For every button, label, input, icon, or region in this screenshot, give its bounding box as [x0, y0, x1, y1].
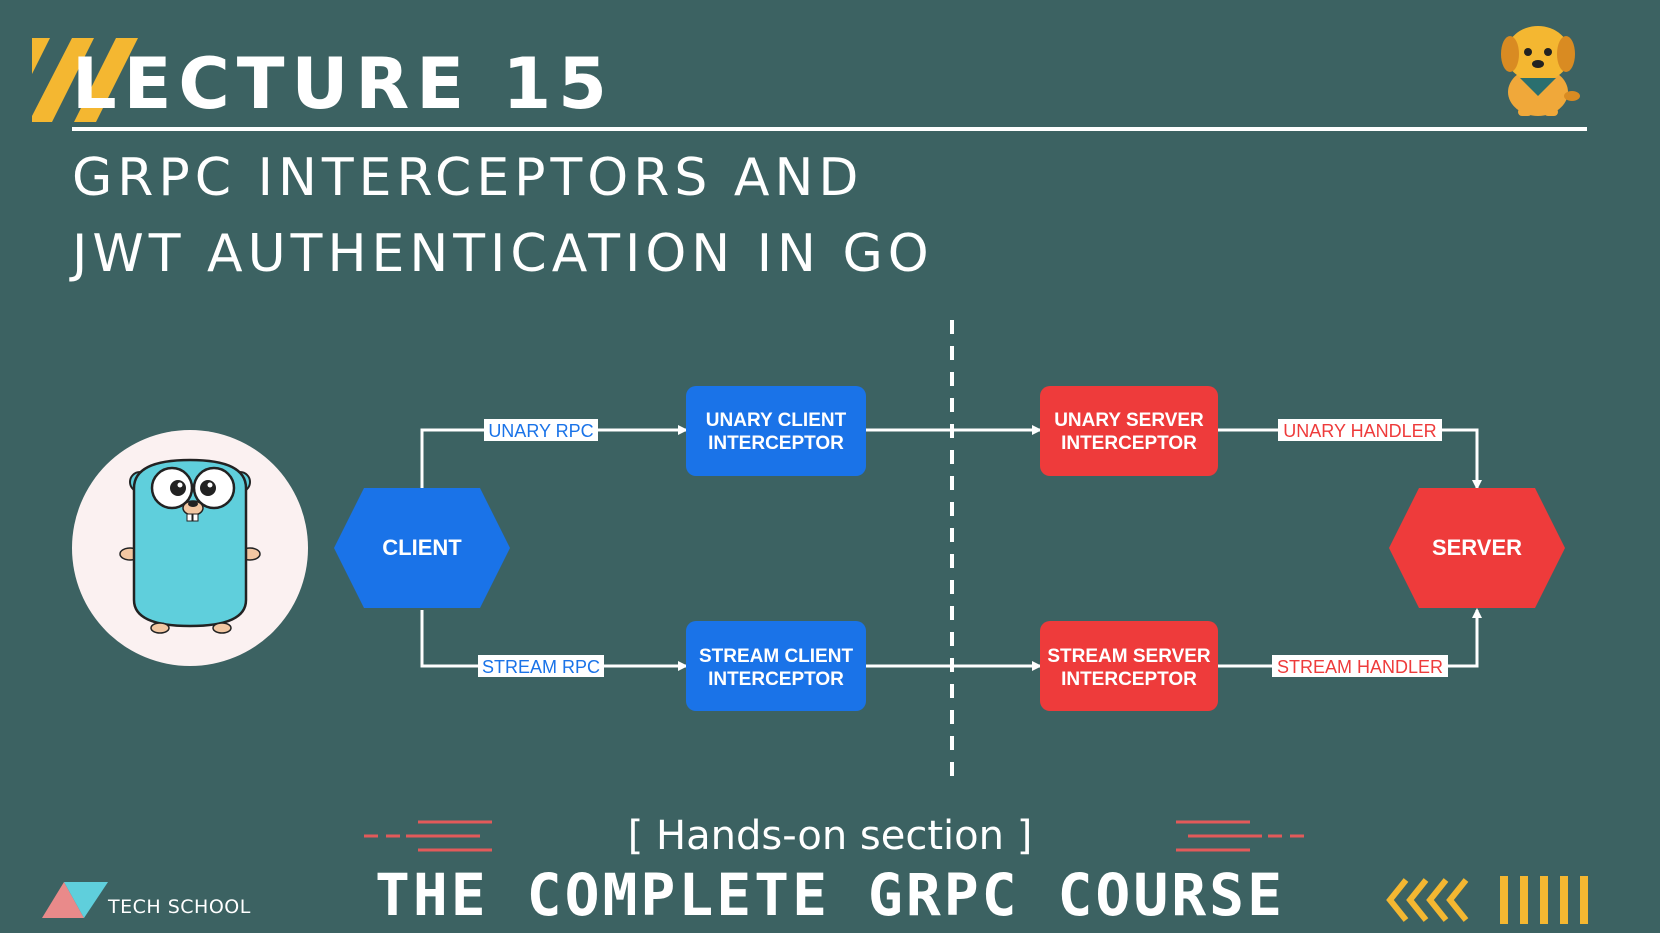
stream-handler-label-bg	[1272, 655, 1448, 677]
unary-handler-label: UNARY HANDLER	[1283, 421, 1436, 441]
right-dash-decoration	[1176, 820, 1304, 852]
stream-handler-label: STREAM HANDLER	[1277, 657, 1443, 677]
unary-server-interceptor-line-1: UNARY SERVER	[1054, 410, 1204, 431]
title-divider	[72, 127, 1587, 131]
left-dash-decoration	[364, 820, 492, 852]
unary-client-interceptor-line-1: UNARY CLIENT	[706, 410, 847, 431]
unary-handler-label-bg	[1278, 419, 1442, 441]
header-stripes-icon	[32, 38, 138, 122]
subtitle-line-1: GRPC INTERCEPTORS AND	[72, 148, 864, 208]
unary-client-interceptor-box	[686, 386, 866, 476]
client-label: CLIENT	[382, 535, 462, 560]
unary-server-interceptor-line-2: INTERCEPTOR	[1061, 433, 1197, 454]
subtitle-line-2: JWT AUTHENTICATION IN GO	[72, 224, 934, 284]
stream-rpc-label: STREAM RPC	[482, 657, 600, 677]
unary-client-interceptor-line-2: INTERCEPTOR	[708, 433, 844, 454]
unary-rpc-label: UNARY RPC	[488, 421, 593, 441]
chevrons-left-icon	[1386, 876, 1588, 924]
unary-rpc-label-bg	[484, 419, 598, 441]
tech-school-logo-icon	[42, 882, 108, 918]
go-gopher-icon	[119, 458, 261, 634]
unary-server-interceptor-box	[1040, 386, 1218, 476]
stream-rpc-label-bg	[478, 655, 604, 677]
server-label: SERVER	[1432, 535, 1522, 560]
server-node	[1389, 488, 1565, 608]
hands-on-section-label: [ Hands-on section ]	[627, 813, 1033, 859]
lecture-title: LECTURE 15	[72, 43, 614, 125]
stream-client-interceptor-line-1: STREAM CLIENT	[699, 646, 854, 667]
stream-server-interceptor-box	[1040, 621, 1218, 711]
stream-server-interceptor-line-2: INTERCEPTOR	[1061, 669, 1197, 690]
course-title: THE COMPLETE GRPC COURSE	[374, 861, 1286, 929]
client-node	[334, 488, 510, 608]
stream-client-interceptor-box	[686, 621, 866, 711]
stream-client-interceptor-line-2: INTERCEPTOR	[708, 669, 844, 690]
brand-name: TECH SCHOOL	[108, 896, 251, 918]
stream-server-interceptor-line-1: STREAM SERVER	[1047, 646, 1211, 667]
dog-mascot-icon	[1501, 26, 1580, 116]
